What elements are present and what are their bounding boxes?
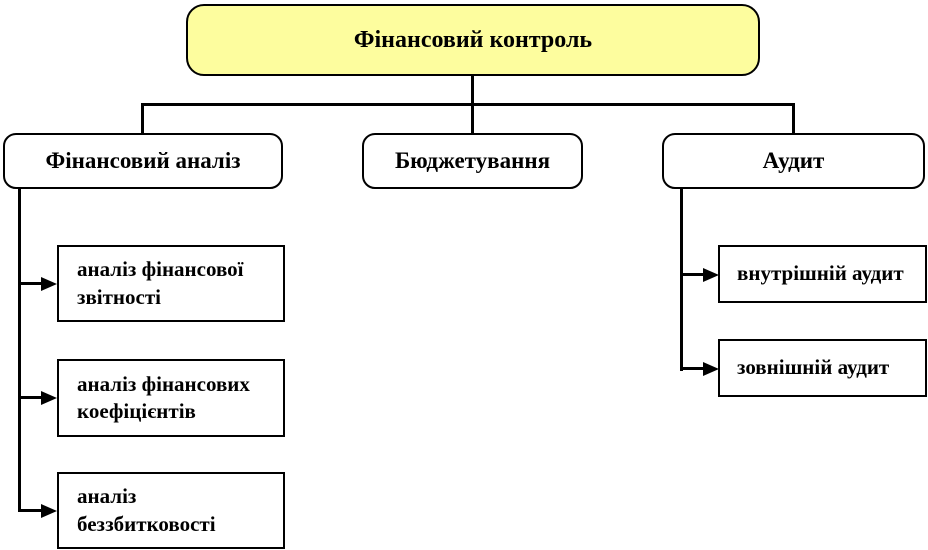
connector-spine-financial-analysis xyxy=(18,188,21,512)
arrow-shaft-ratios xyxy=(18,396,42,399)
node-financial-statements-analysis: аналіз фінансової звітності xyxy=(57,245,285,322)
connector-drop-audit xyxy=(792,103,795,136)
node-budgeting-label: Бюджетування xyxy=(394,148,551,173)
arrow-shaft-breakeven xyxy=(18,509,42,512)
node-financial-control-label: Фінансовий контроль xyxy=(353,26,593,53)
arrow-head-icon xyxy=(703,362,719,376)
arrow-head-icon xyxy=(41,391,57,405)
node-audit: Аудит xyxy=(662,133,925,189)
connector-root-trunk xyxy=(471,76,474,136)
connector-drop-financial-analysis xyxy=(141,103,144,136)
connector-horizontal-bus xyxy=(141,103,795,106)
node-financial-statements-analysis-label: аналіз фінансової звітності xyxy=(77,257,244,309)
arrow-shaft-statements xyxy=(18,282,42,285)
arrow-shaft-internal-audit xyxy=(680,273,704,276)
node-financial-control: Фінансовий контроль xyxy=(186,4,760,76)
arrow-head-icon xyxy=(41,277,57,291)
node-financial-ratios-analysis: аналіз фінансових коефіцієнтів xyxy=(57,359,285,437)
node-breakeven-analysis-label: аналіз беззбитковості xyxy=(77,484,216,536)
node-internal-audit: внутрішній аудит xyxy=(718,245,927,303)
node-budgeting: Бюджетування xyxy=(362,133,583,189)
node-breakeven-analysis: аналіз беззбитковості xyxy=(57,472,285,549)
node-external-audit-label: зовнішній аудит xyxy=(737,355,890,380)
connector-spine-audit xyxy=(680,188,683,371)
arrow-head-icon xyxy=(703,268,719,282)
node-internal-audit-label: внутрішній аудит xyxy=(737,261,904,286)
node-external-audit: зовнішній аудит xyxy=(718,339,927,397)
node-audit-label: Аудит xyxy=(762,148,825,173)
node-financial-ratios-analysis-label: аналіз фінансових коефіцієнтів xyxy=(77,371,250,423)
node-financial-analysis: Фінансовий аналіз xyxy=(3,133,283,189)
arrow-head-icon xyxy=(41,504,57,518)
arrow-shaft-external-audit xyxy=(680,367,704,370)
node-financial-analysis-label: Фінансовий аналіз xyxy=(45,148,241,173)
